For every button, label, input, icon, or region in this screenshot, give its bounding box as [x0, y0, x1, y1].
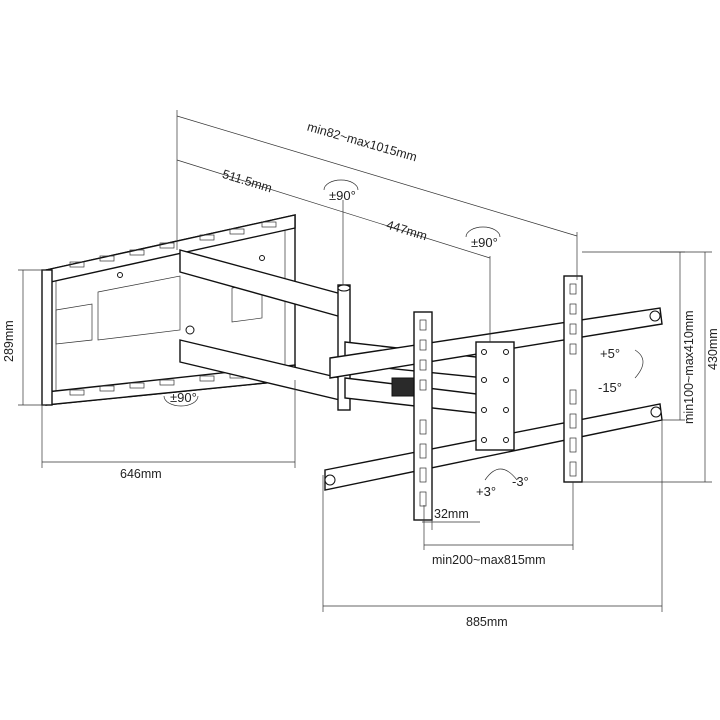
tilt-down-label: -15°	[598, 380, 622, 395]
rotate-minus-label: -3°	[512, 474, 529, 489]
rail-spacing-label: 32mm	[434, 507, 469, 521]
rotate-plus-label: +3°	[476, 484, 496, 499]
bracket-height-label: 430mm	[706, 328, 720, 370]
wall-plate-width-label: 646mm	[120, 467, 162, 481]
swivel-mid-label: ±90°	[471, 235, 498, 250]
swivel-bottom-label: ±90°	[170, 390, 197, 405]
vesa-height-label: min100~max410mm	[682, 310, 696, 424]
wall-plate-height-label: 289mm	[2, 320, 16, 362]
total-width-label: 885mm	[466, 615, 508, 629]
arm-segment-2-label: 447mm	[385, 218, 429, 244]
swivel-top-label: ±90°	[329, 188, 356, 203]
rotation-arrows	[163, 179, 644, 481]
arm-segment-1-label: 511.5mm	[221, 167, 274, 195]
tilt-up-label: +5°	[600, 346, 620, 361]
overall-extension-label: min82~max1015mm	[306, 120, 419, 165]
tv-bracket	[324, 275, 663, 521]
arm-width-label: min200~max815mm	[432, 553, 546, 567]
dimension-lines	[18, 110, 712, 612]
